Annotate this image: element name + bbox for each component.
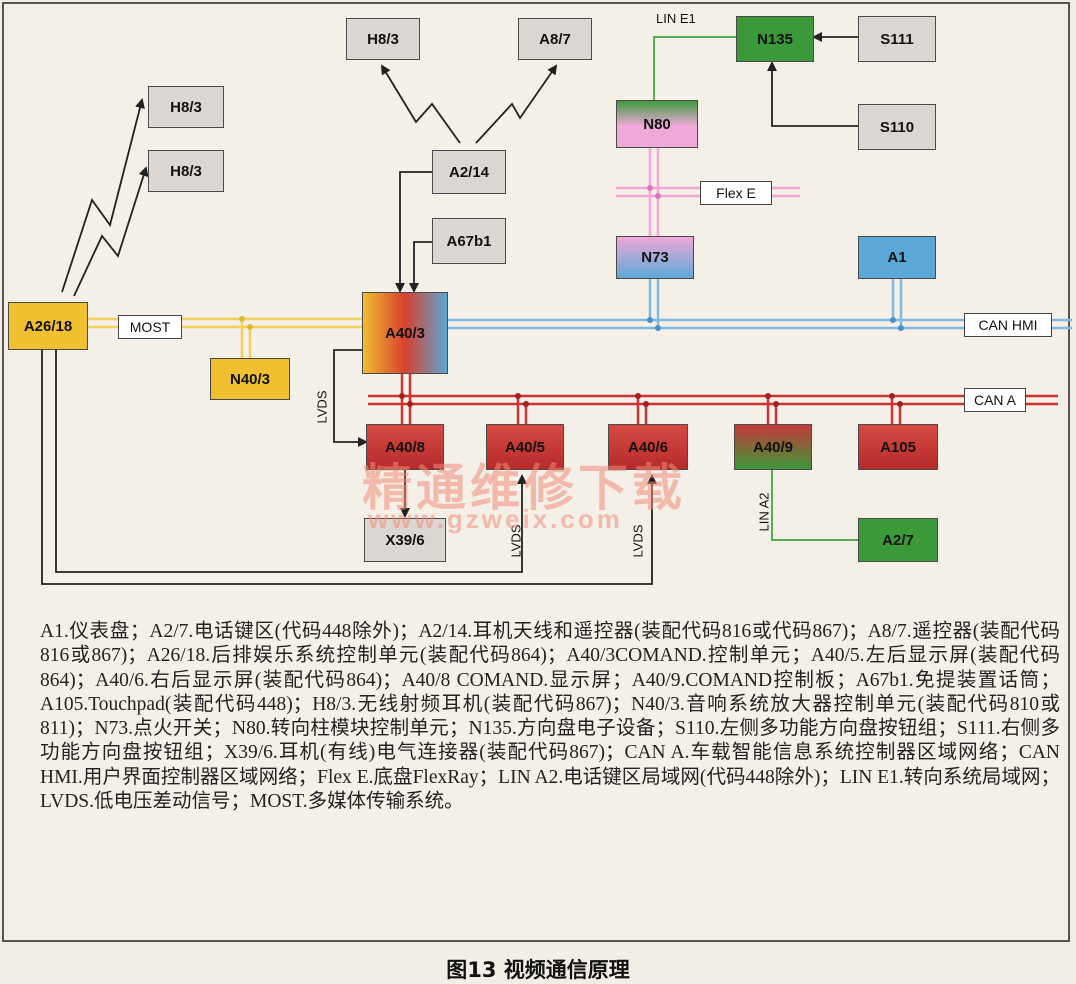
node-n135: N135 — [736, 16, 814, 62]
lin-a2-bus — [771, 470, 858, 541]
figure-title: 图13 视频通信原理 — [446, 958, 630, 982]
node-x396: X39/6 — [364, 518, 446, 562]
label-can-a: CAN A — [964, 388, 1026, 412]
node-a2618: A26/18 — [8, 302, 88, 350]
node-a1: A1 — [858, 236, 936, 279]
box-fills — [362, 100, 938, 470]
node-s110: S110 — [858, 104, 936, 150]
node-a405: A40/5 — [486, 424, 564, 470]
node-a408: A40/8 — [366, 424, 444, 470]
watermark-text: 精通维修下载 — [362, 459, 686, 517]
node-s111: S111 — [858, 16, 936, 62]
can-a-bus — [368, 374, 1058, 424]
label-can-hmi: CAN HMI — [964, 313, 1052, 337]
node-a409: A40/9 — [734, 424, 812, 470]
node-a87: A8/7 — [518, 18, 592, 60]
node-a214: A2/14 — [432, 150, 506, 194]
node-n80: N80 — [616, 100, 698, 148]
node-a406: A40/6 — [608, 424, 688, 470]
node-n403: N40/3 — [210, 358, 290, 400]
node-h83-top: H8/3 — [346, 18, 420, 60]
node-a67b1: A67b1 — [432, 218, 506, 264]
label-most: MOST — [118, 315, 182, 339]
watermark-url: www.gzweix.com — [368, 504, 623, 534]
legend-caption: A1.仪表盘；A2/7.电话键区(代码448除外)；A2/14.耳机天线和遥控器… — [40, 621, 1060, 813]
node-a27: A2/7 — [858, 518, 938, 562]
label-lvds-1: LVDS — [314, 390, 330, 424]
node-a105: A105 — [858, 424, 938, 470]
label-lin-e1: LIN E1 — [656, 11, 696, 26]
label-lvds-3: LVDS — [630, 524, 646, 558]
node-n73: N73 — [616, 236, 694, 279]
signal-lines — [41, 32, 858, 585]
node-h83-left-1: H8/3 — [148, 86, 224, 128]
node-a403: A40/3 — [362, 292, 448, 374]
label-flex-e: Flex E — [700, 181, 772, 205]
label-lin-a2: LIN A2 — [756, 492, 772, 532]
lin-e1-bus — [653, 36, 736, 100]
node-h83-left-2: H8/3 — [148, 150, 224, 192]
